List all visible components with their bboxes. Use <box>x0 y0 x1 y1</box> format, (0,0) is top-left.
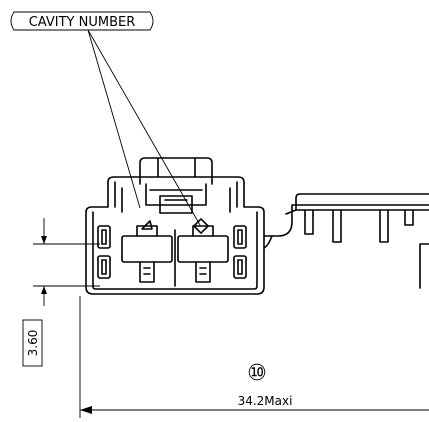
cavity-number-callout: CAVITY NUMBER <box>10 11 201 226</box>
leader-line-right <box>87 29 201 226</box>
height-dimension-box <box>22 319 43 367</box>
leader-line-left <box>87 29 141 209</box>
cavity-2 <box>177 218 229 283</box>
callout-frame <box>10 11 154 31</box>
height-dimension-value: 3.60 <box>26 330 40 357</box>
connector-housing <box>85 157 265 295</box>
width-dimension-value: 34.2Maxi <box>238 394 293 408</box>
width-dimension: 34.2Maxi <box>79 296 429 418</box>
cavity-1 <box>121 220 173 283</box>
height-dimension: 3.60 <box>22 218 100 367</box>
part-number-marker: ⑩ <box>247 361 267 386</box>
wire-clip <box>263 193 429 289</box>
callout-label: CAVITY NUMBER <box>29 15 136 30</box>
